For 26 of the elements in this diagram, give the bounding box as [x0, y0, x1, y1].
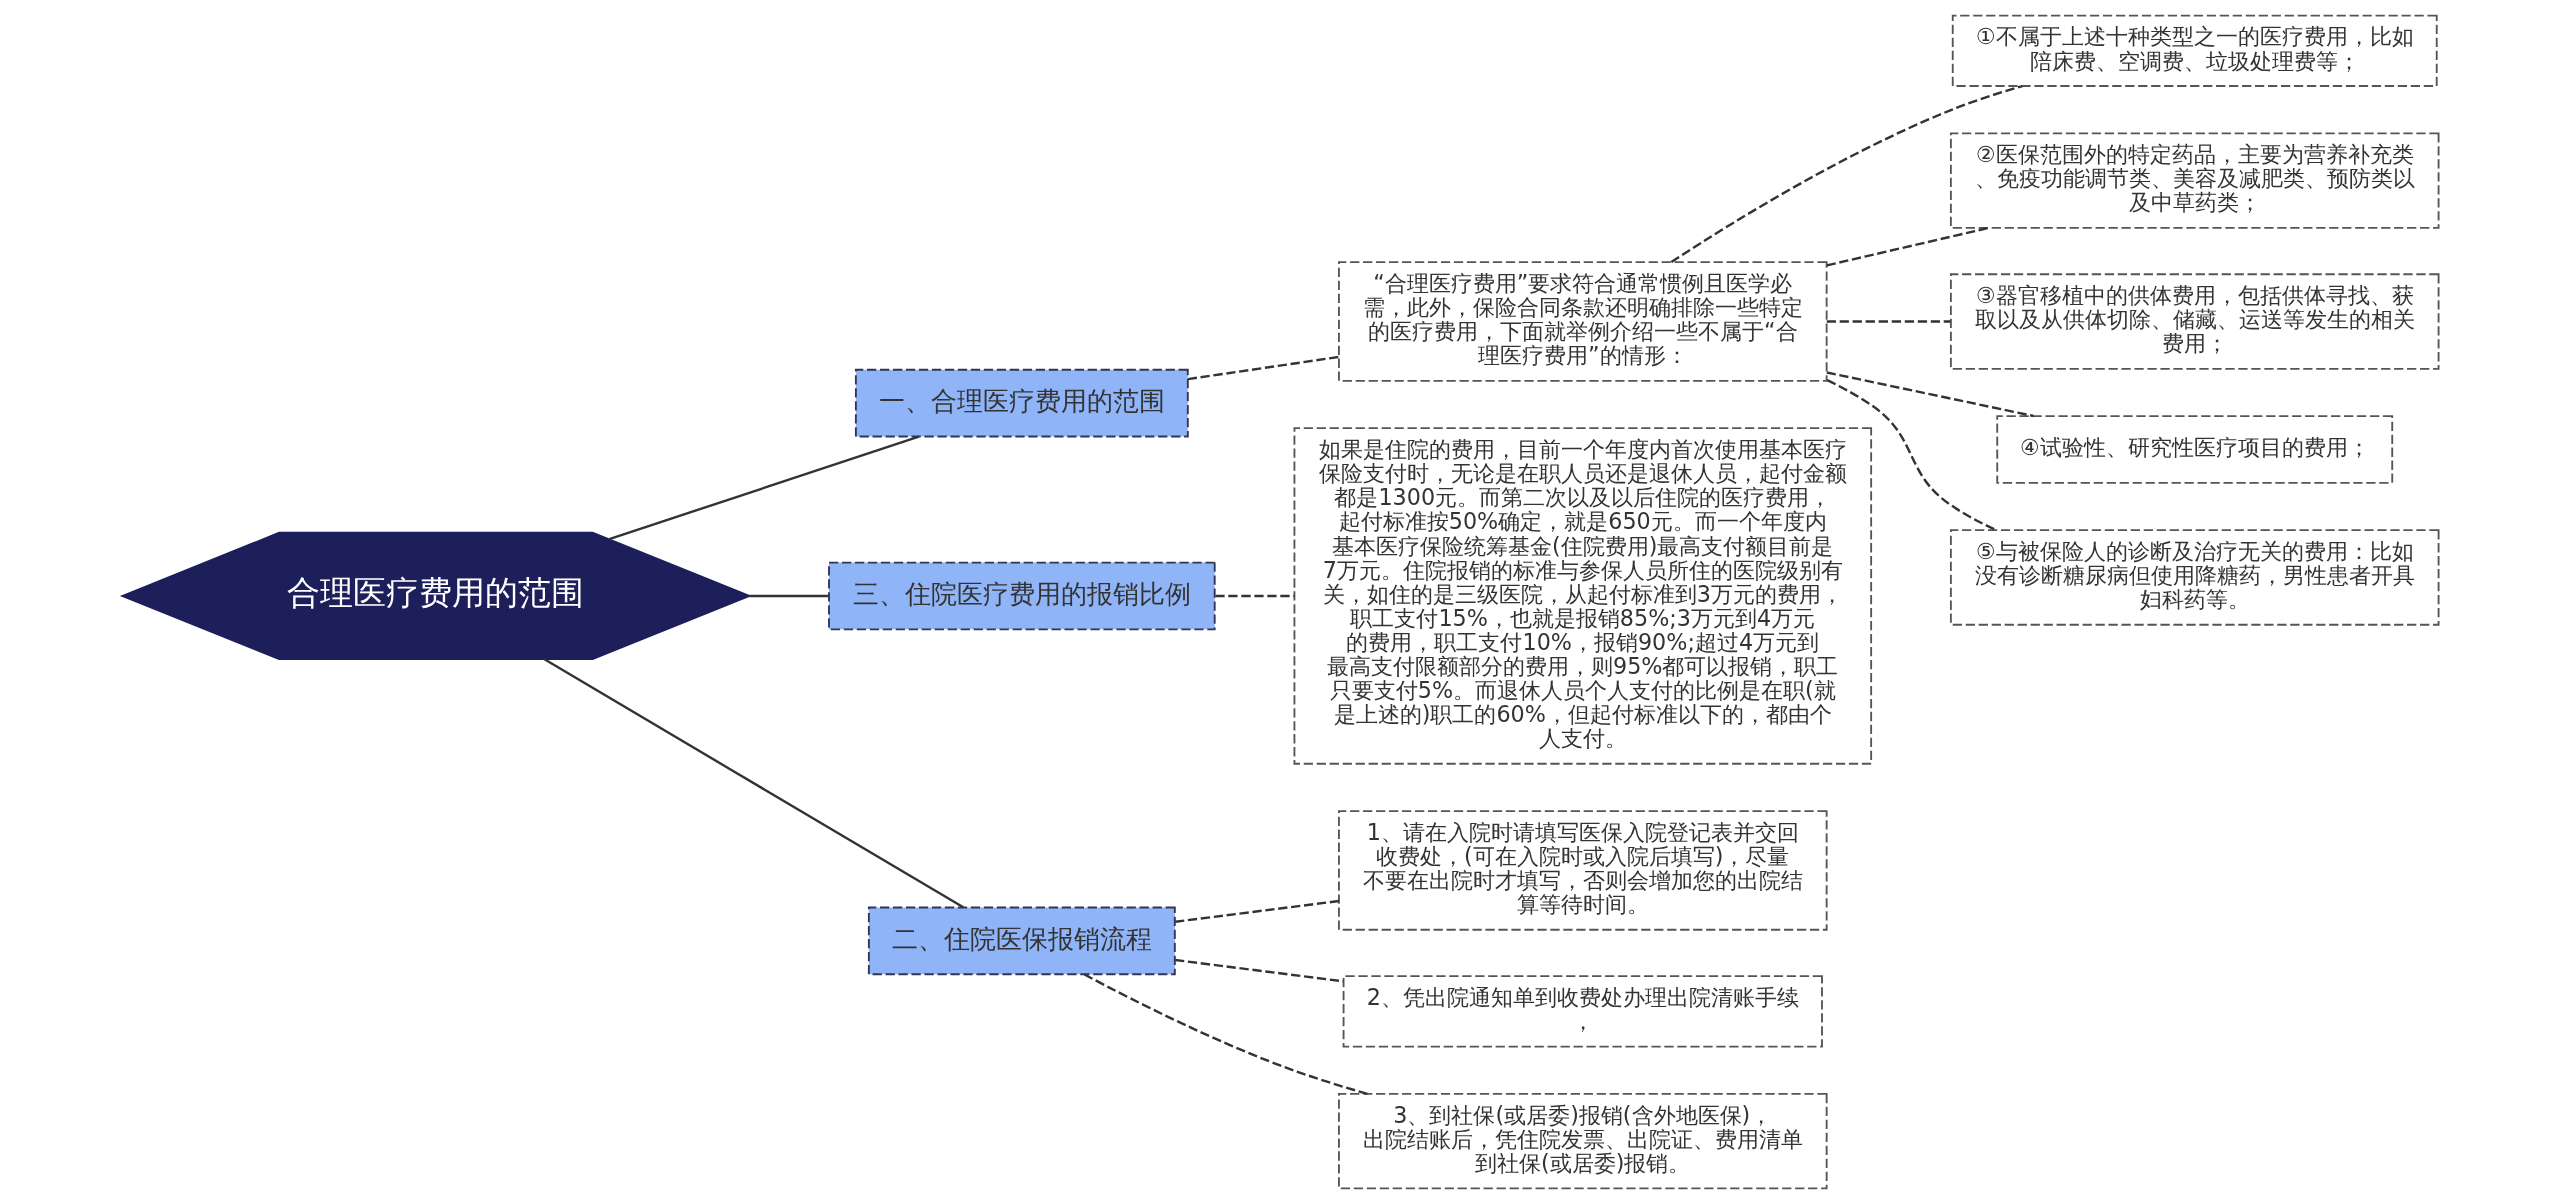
node-box: 二、住院医保报销流程: [867, 906, 1176, 976]
node-box: 一、合理医疗费用的范围: [854, 368, 1189, 438]
connector: [608, 435, 919, 541]
connector: [1083, 973, 1368, 1095]
connector: [1214, 594, 1294, 598]
node-box: ⑤与被保险人的诊断及治疗无关的费用：比如没有诊断糖尿病但使用降糖药，男性患者开具妇科药等。: [1949, 529, 2439, 626]
node-box: ①不属于上述十种类型之一的医疗费用，比如陪床费、空调费、垃圾处理费等；: [1951, 14, 2438, 87]
node-box: “合理医疗费用”要求符合通常惯例且医学必需，此外，保险合同条款还明确排除一些特定的医疗费用，下面就举例介绍一些不属于“合理医疗费用”的情形：: [1337, 261, 1828, 382]
connector: [1670, 84, 2023, 264]
node-box: 三、住院医疗费用的报销比例: [827, 561, 1216, 631]
node-box: 如果是住院的费用，目前一个年度内首次使用基本医疗保险支付时，无论是在职人员还是退休人员，起付金额都是1300元。而第二次以及以后住院的医疗费用，起付标准按50%确定，就是650元。而一个年度内基本医疗保险统筹基金(住院费用)最高支付额目前是7万元。住院报销的标准与参保人员所住的医院级别有关，如住的是三级医院，从起付标准到3万元的费用，职工支付15%，也就是报销85%;3万元到4万元的费用，职工支付10%，报销90%;超过4万元到最高支付限额部分的费用，则95%都可以报销，职工只要支付5%。而退休人员个人支付的比例是在职(就是上述的)职工的60%，但起付标准以下的，都由个人支付。: [1293, 427, 1872, 765]
connector: [1826, 320, 1951, 323]
node-box: 2、凭出院通知单到收费处办理出院清账手续，: [1342, 975, 1823, 1048]
node-box: 3、到社保(或居委)报销(含外地医保)，出院结账后，凭住院发票、出院证、费用清单到社保(或居委)报销。: [1337, 1092, 1828, 1190]
connector: [1174, 899, 1339, 923]
node-box: 1、请在入院时请填写医保入院登记表并交回收费处，(可在入院时或入院后填写)，尽量不要在出院时才填写，否则会增加您的出院结算等待时间。: [1337, 810, 1828, 931]
node-box: ③器官移植中的供体费用，包括供体寻找、获取以及从供体切除、储藏、运送等发生的相关费用；: [1949, 273, 2439, 370]
node-box: ④试验性、研究性医疗项目的费用；: [1995, 415, 2393, 484]
connector: [1826, 371, 2034, 418]
connector: [748, 594, 829, 598]
connector: [1826, 226, 1989, 267]
connector: [543, 658, 964, 909]
connector: [1826, 379, 1996, 532]
node-box: ②医保范围外的特定药品，主要为营养补充类、免疫功能调节类、美容及减肥类、预防类以及中草药类；: [1949, 132, 2439, 229]
connector: [1187, 355, 1339, 381]
connector: [1174, 958, 1344, 983]
